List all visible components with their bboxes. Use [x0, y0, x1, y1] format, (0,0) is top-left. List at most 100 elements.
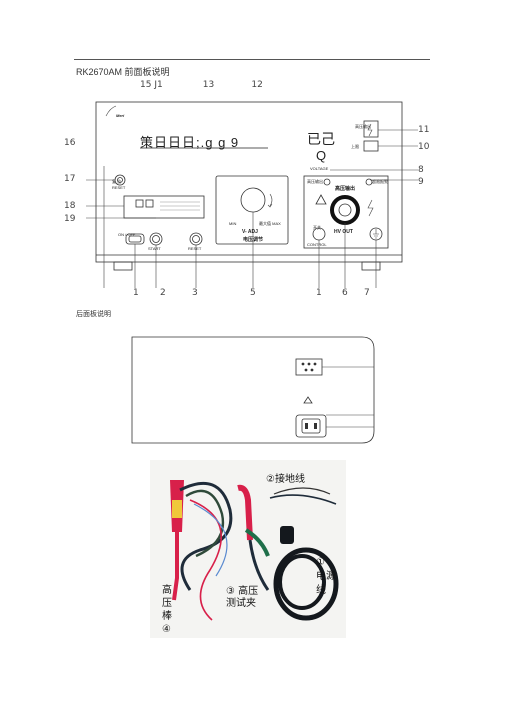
callout-16: 16: [64, 138, 76, 148]
lightning-small-icon: [367, 123, 373, 137]
cable-dark-2: [185, 489, 225, 558]
accessory-label-probe: 高压棒④: [162, 585, 172, 635]
rear-warning-icon: [303, 396, 313, 404]
callout-18: 18: [64, 201, 76, 211]
warning-triangle-icon: [315, 194, 327, 205]
logo-swoosh: [105, 105, 117, 117]
reset-knob: [114, 174, 126, 186]
hv-output-block: [303, 175, 389, 249]
hv-box-label: 高压输出: [355, 124, 371, 129]
cable-red: [189, 499, 222, 621]
callout-bottom-1a: 1: [133, 288, 139, 298]
limit-box: [363, 140, 379, 152]
callout-bottom-5: 5: [250, 288, 256, 298]
reset-knob-label: RESET: [112, 185, 126, 190]
control-label-en: CONTROL: [307, 242, 327, 247]
power-cord-coil: [273, 547, 339, 621]
rear-panel-outline: [131, 336, 375, 444]
page-title: RK2670AM 前面板说明: [76, 67, 170, 77]
alarm-lamp: [365, 178, 373, 186]
callout-bottom-2: 2: [160, 288, 166, 298]
small-key-1: [135, 199, 144, 208]
rotate-arrowhead-icon: [267, 203, 273, 208]
rear-panel-diagram: [131, 336, 375, 444]
limit-box-label: 上限: [351, 144, 359, 149]
display-right-digits: 已己: [307, 131, 335, 147]
voltage-adjust-block: [215, 175, 289, 245]
accessory-label-power: ① 电源线: [316, 557, 336, 596]
test-clip-body: [237, 484, 253, 541]
ground-wire-2: [273, 487, 331, 495]
serial-port: [295, 358, 323, 376]
info-panel-box: [123, 195, 205, 219]
knob-title-en: V- ADJ: [242, 229, 258, 235]
top-callout-numbers: 15 J1 13 12: [140, 80, 263, 90]
voltage-label: VOLTAGE: [310, 166, 329, 171]
accessories-photo: ②接地线 ① 电源线 ③ 高压测试夹 高压棒④: [150, 460, 346, 638]
hv-output-terminal: [330, 195, 360, 225]
callout-19: 19: [64, 214, 76, 224]
small-key-2: [145, 199, 154, 208]
callout-bottom-7: 7: [364, 288, 370, 298]
callout-8: 8: [418, 165, 424, 175]
power-plug: [280, 526, 294, 544]
knob-max-label: 最大值 MAX: [259, 221, 281, 226]
rotate-arrow-icon: [269, 193, 273, 207]
voltage-adjust-knob: [240, 187, 266, 213]
power-label: ON / OFF: [118, 232, 136, 237]
ground-wire: [269, 494, 337, 505]
hv-output-title: 高压输出: [335, 186, 356, 192]
power-inlet: [295, 414, 327, 438]
reset-cn-label: 复 位: [112, 179, 122, 184]
header-rule: [74, 59, 430, 60]
hv-terminal-core: [338, 203, 352, 217]
hv-probe-handle: [172, 532, 179, 601]
test-clip-cable: [248, 539, 270, 591]
callout-bottom-3: 3: [192, 288, 198, 298]
accessory-label-ground: ②接地线: [266, 474, 305, 485]
hv-indicator-box: [363, 120, 379, 138]
alarm-right-label: 超限报警: [372, 179, 388, 184]
inlet-pin: [314, 423, 317, 429]
start-button: [152, 235, 160, 243]
accessory-label-clip: ③ 高压测试夹: [226, 586, 259, 609]
lightning-icon: [367, 199, 374, 217]
display-readout: 策日日日;.g g 9: [140, 135, 240, 150]
display-right-sub: Q: [316, 148, 327, 163]
serial-pin: [313, 362, 317, 366]
brand-logo: Meri: [116, 113, 125, 118]
test-clip-jaw: [244, 528, 270, 557]
panel-foot-right: [361, 261, 381, 271]
callout-bottom-6: 6: [342, 288, 348, 298]
power-cord-coil-inner: [278, 554, 326, 610]
control-label-cn: 开关: [313, 225, 321, 230]
serial-pin: [301, 362, 305, 366]
reset-btn-label: RESET: [188, 246, 202, 251]
front-panel-diagram: [86, 101, 418, 288]
ground-icon: [373, 229, 379, 239]
callout-bottom-1b: 1: [316, 288, 322, 298]
knob-title-cn: 电压调节: [243, 237, 264, 243]
alarm-left-label: 高压输出: [307, 179, 323, 184]
hv-out-label: HV OUT: [334, 229, 353, 235]
serial-pin: [307, 362, 311, 366]
hv-probe-label: [172, 500, 182, 518]
reset-knob-inner: [117, 177, 123, 183]
callout-11: 11: [418, 125, 430, 135]
cable-dark-1: [179, 481, 233, 591]
start-button-ring: [149, 232, 163, 246]
serial-pin: [310, 368, 314, 372]
callout-9: 9: [418, 177, 424, 187]
callout-17: 17: [64, 174, 76, 184]
front-panel-outline: [95, 101, 403, 263]
rear-panel-title: 后面板说明: [76, 311, 111, 318]
reset-button-ring: [189, 232, 203, 246]
inlet-pin: [305, 423, 308, 429]
start-label: START: [148, 246, 161, 251]
power-switch-rocker: [128, 235, 142, 243]
callout-10: 10: [418, 142, 430, 152]
power-inlet-socket: [301, 418, 321, 434]
accessories-illustration: [150, 460, 346, 638]
hv-lamp: [323, 178, 331, 186]
panel-foot-left: [113, 261, 133, 271]
